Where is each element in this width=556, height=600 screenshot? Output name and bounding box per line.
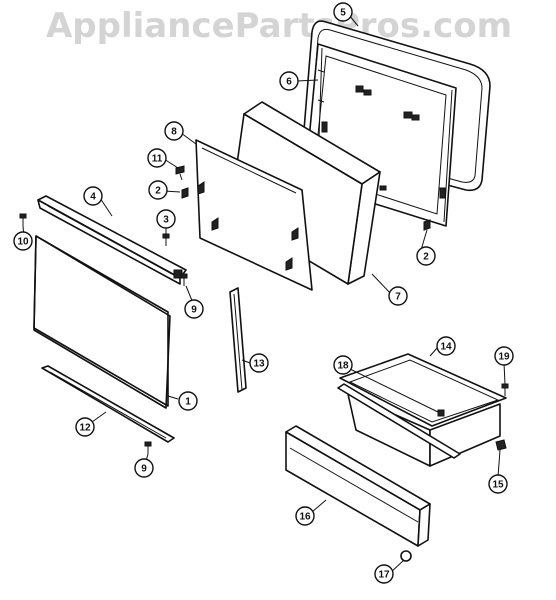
svg-text:15: 15: [492, 480, 504, 491]
callout-16: 16: [295, 506, 315, 526]
svg-text:1: 1: [185, 397, 191, 408]
hardware-screws: [19, 165, 509, 562]
callout-5: 5: [333, 2, 353, 22]
callout-10: 10: [13, 231, 33, 251]
part-drawer-front: [285, 425, 431, 547]
callout-7: 7: [388, 286, 408, 306]
callout-3: 3: [156, 209, 176, 229]
callout-14: 14: [436, 336, 456, 356]
callout-2-lower: 2: [416, 246, 436, 266]
callout-13: 13: [249, 353, 269, 373]
callout-17: 17: [374, 564, 394, 584]
part-inner-door-panel: [195, 139, 313, 291]
part-door-handle: [37, 195, 187, 285]
svg-text:14: 14: [440, 342, 452, 353]
callout-18: 18: [333, 355, 353, 375]
callout-6: 6: [279, 71, 299, 91]
callout-19: 19: [494, 346, 514, 366]
callout-12: 12: [75, 417, 95, 437]
svg-text:12: 12: [79, 423, 91, 434]
part-bottom-trim: [41, 365, 175, 443]
svg-text:11: 11: [152, 154, 163, 165]
part-drawer-pan: [337, 353, 507, 467]
svg-text:13: 13: [253, 359, 265, 370]
callout-1: 1: [178, 391, 198, 411]
svg-text:7: 7: [395, 292, 401, 303]
callout-9-upper: 9: [184, 299, 204, 319]
svg-text:9: 9: [141, 464, 147, 475]
callout-11: 11: [147, 148, 167, 168]
callout-15: 15: [488, 474, 508, 494]
svg-text:8: 8: [171, 127, 177, 138]
part-seal-strip: [229, 287, 247, 393]
svg-text:16: 16: [299, 512, 311, 523]
callout-4: 4: [83, 186, 103, 206]
svg-text:3: 3: [163, 215, 169, 226]
svg-text:2: 2: [155, 186, 161, 197]
callout-8: 8: [164, 121, 184, 141]
part-outer-door-panel: [33, 235, 171, 409]
callout-9-lower: 9: [134, 458, 154, 478]
watermark-logo: AppliancePartsPros.com: [45, 6, 512, 46]
svg-text:2: 2: [423, 252, 429, 263]
svg-text:5: 5: [340, 8, 346, 19]
svg-text:4: 4: [90, 192, 96, 203]
svg-text:19: 19: [498, 352, 510, 363]
svg-text:6: 6: [286, 77, 292, 88]
svg-text:18: 18: [337, 361, 349, 372]
callout-2-upper: 2: [148, 180, 168, 200]
svg-text:10: 10: [17, 237, 29, 248]
svg-text:9: 9: [191, 305, 197, 316]
svg-text:17: 17: [378, 570, 390, 581]
